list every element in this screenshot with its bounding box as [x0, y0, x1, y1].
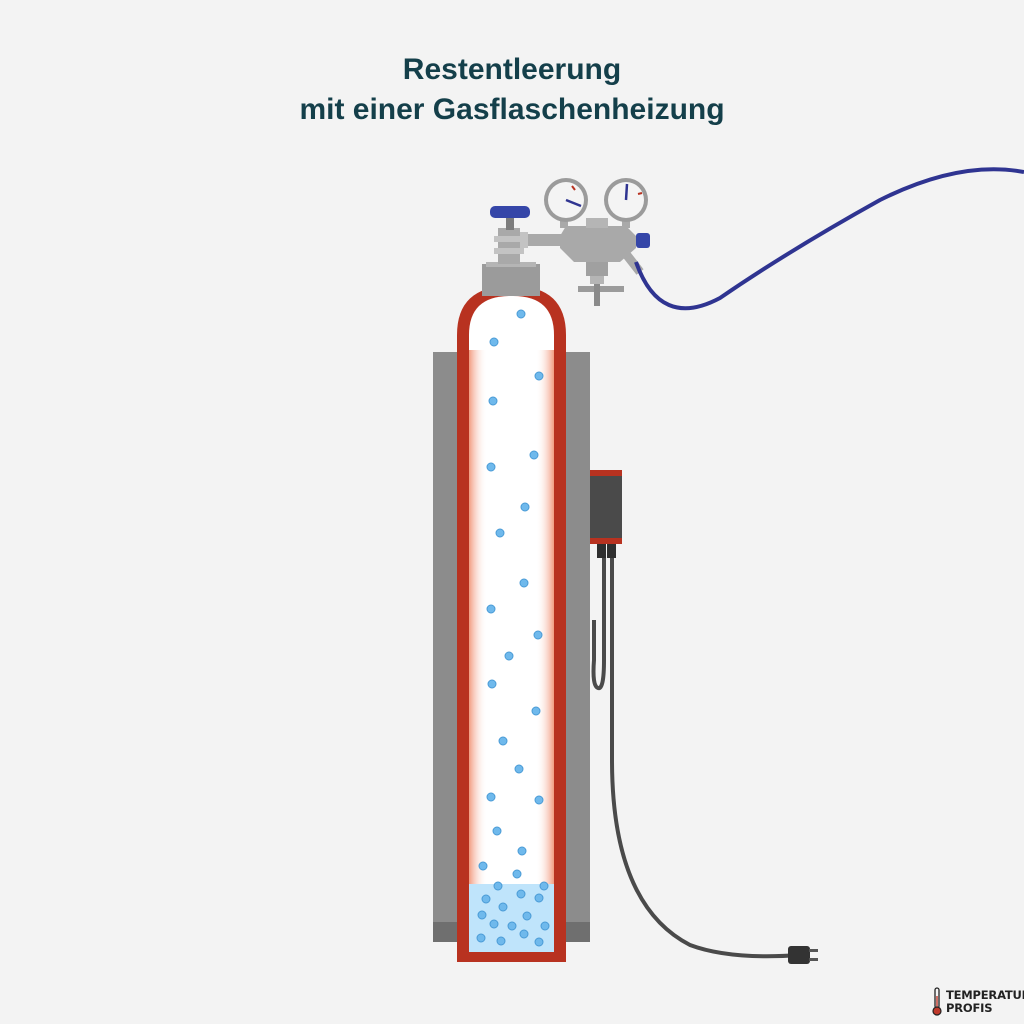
title-line-2: mit einer Gasflaschenheizung — [299, 93, 725, 126]
power-cable — [591, 545, 818, 964]
valve-knob-icon — [490, 206, 530, 218]
pressure-gauge-icon — [604, 178, 648, 222]
pressure-regulator — [520, 178, 650, 306]
pressure-gauge-icon — [544, 178, 588, 222]
thermometer-icon — [932, 987, 942, 1016]
brand-line-2: PROFIS — [946, 1001, 993, 1015]
gas-bubbles — [476, 309, 550, 947]
brand-logo: TEMPERATUR PROFIS — [932, 987, 1024, 1017]
brand-line-1: TEMPERATUR — [946, 988, 1024, 1002]
plug-icon — [788, 946, 818, 964]
heater-controller — [590, 470, 622, 558]
gas-cylinder — [457, 286, 566, 962]
gas-hose — [634, 167, 1024, 311]
page-title: Restentleerung mit einer Gasflaschenheiz… — [0, 50, 1024, 130]
cylinder-valve — [482, 206, 540, 296]
title-line-1: Restentleerung — [402, 53, 622, 86]
